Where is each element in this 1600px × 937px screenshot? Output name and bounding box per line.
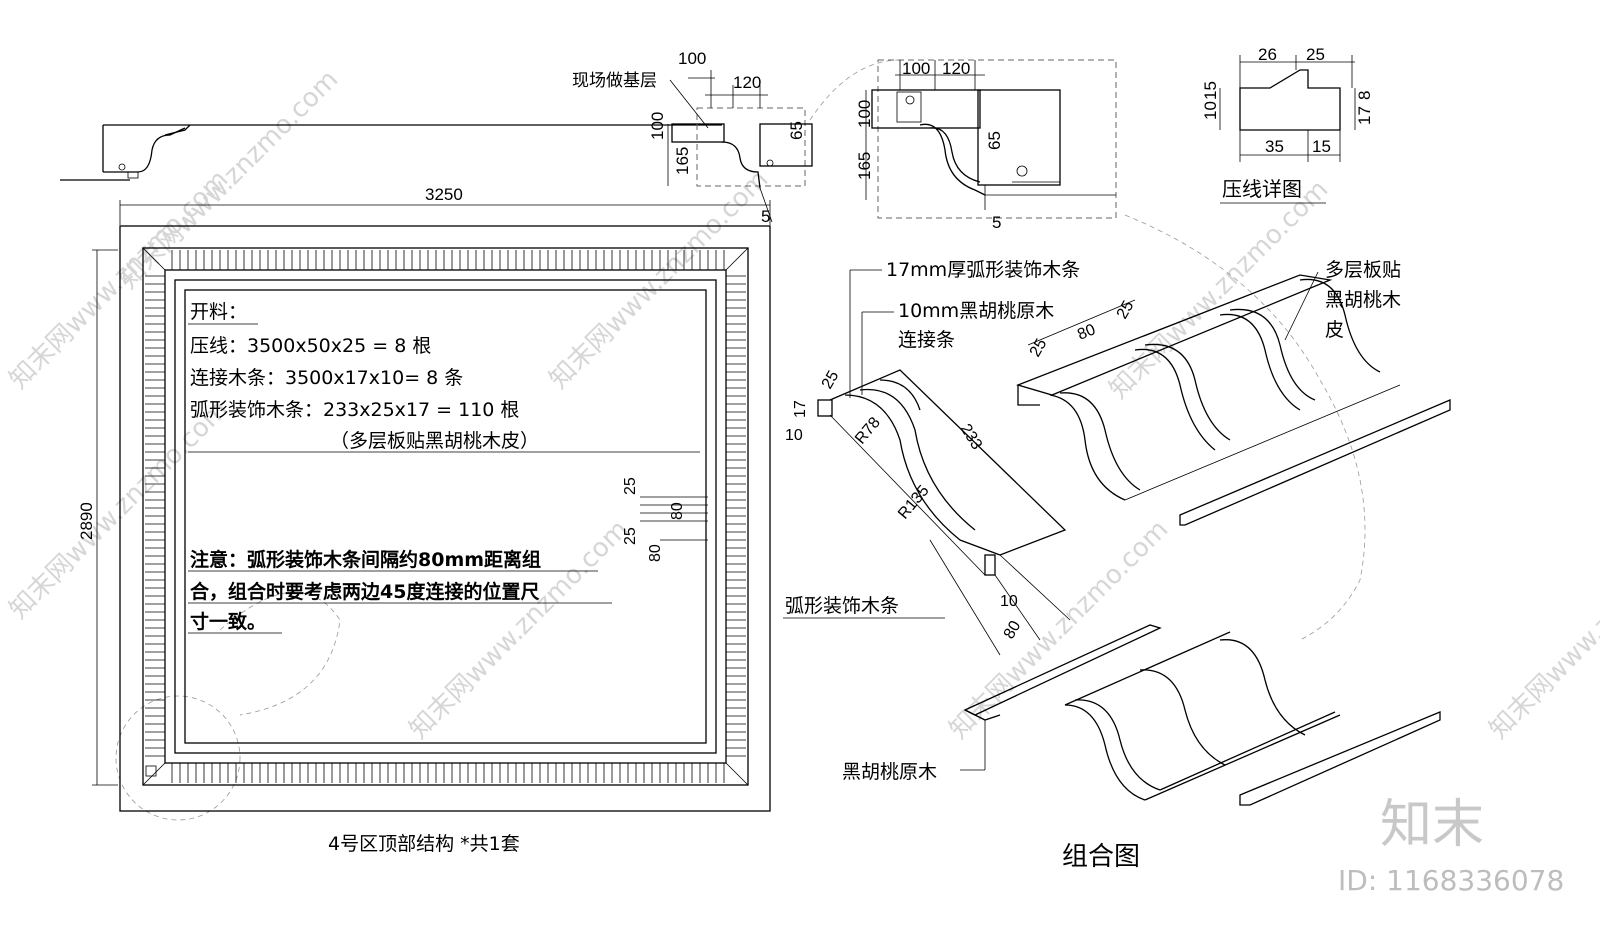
dim-height: 2890 bbox=[77, 502, 96, 540]
dim-120-mid: 120 bbox=[942, 59, 970, 78]
dim-8: 8 bbox=[1355, 91, 1374, 100]
dim-space-80a: 80 bbox=[669, 502, 686, 520]
dim-35: 35 bbox=[1265, 137, 1284, 156]
dim-asm-25a: 25 bbox=[1027, 336, 1051, 360]
dim-10: 10 bbox=[1201, 101, 1220, 120]
label-connector-2: 连接条 bbox=[898, 329, 955, 351]
note-line1: 注意：弧形装饰木条间隔约80mm距离组 bbox=[190, 548, 541, 571]
dim-100-mid-left: 100 bbox=[855, 100, 874, 128]
dim-17: 17 bbox=[1355, 106, 1374, 125]
plan-view: 3250 2890 开料： 压线：3500x50x25 = bbox=[77, 185, 771, 855]
label-veneer-3: 皮 bbox=[1325, 319, 1344, 341]
dim-5-mid: 5 bbox=[992, 213, 1001, 232]
dim-arc-80: 80 bbox=[1001, 618, 1025, 642]
dim-25: 25 bbox=[1306, 45, 1325, 64]
dim-100-top: 100 bbox=[678, 49, 706, 68]
dim-asm-25b: 25 bbox=[1114, 298, 1138, 322]
watermark: 知末网www.znzmo.com bbox=[1484, 514, 1600, 745]
dim-arc-25: 25 bbox=[819, 368, 843, 392]
label-veneer-1: 多层板贴 bbox=[1325, 259, 1401, 281]
watermark: 知末网www.znzmo.com bbox=[1104, 174, 1335, 405]
dim-165-mid-left: 165 bbox=[855, 152, 874, 180]
dim-arc-17: 17 bbox=[792, 400, 809, 418]
note-line3: 寸一致。 bbox=[190, 610, 266, 633]
label-site-base: 现场做基层 bbox=[572, 71, 657, 91]
moulding-title: 压线详图 bbox=[1222, 177, 1302, 201]
dim-15: 15 bbox=[1201, 81, 1220, 100]
brand-block: 知末 ID: 1168336078 bbox=[1338, 795, 1564, 897]
dim-arc-10: 10 bbox=[785, 427, 803, 444]
assembly-title: 组合图 bbox=[1062, 842, 1140, 872]
dim-120-top: 120 bbox=[733, 73, 761, 92]
moulding-detail: 26 25 10 15 17 8 35 15 压线详图 bbox=[1201, 45, 1374, 204]
dim-asm-80: 80 bbox=[1075, 321, 1098, 343]
dim-space-80b: 80 bbox=[647, 544, 664, 562]
label-arc-strip: 17mm厚弧形装饰木条 bbox=[886, 259, 1080, 281]
dim-26: 26 bbox=[1258, 45, 1277, 64]
label-veneer-2: 黑胡桃木 bbox=[1325, 289, 1401, 311]
note-line2: 合，组合时要考虑两边45度连接的位置尺 bbox=[190, 580, 539, 603]
dim-100-mid: 100 bbox=[902, 59, 930, 78]
dim-space-25b: 25 bbox=[622, 527, 639, 545]
dim-165-left: 165 bbox=[673, 147, 692, 175]
dim-space-25a: 25 bbox=[622, 477, 639, 495]
cutlist-title: 开料： bbox=[190, 301, 247, 323]
guide-circles bbox=[115, 59, 1366, 821]
cutlist-line1: 压线：3500x50x25 = 8 根 bbox=[190, 335, 431, 357]
plan-title: 4号区顶部结构 *共1套 bbox=[328, 833, 520, 855]
arc-detail: 25 17 10 R78 R135 233 10 80 17mm厚弧形装饰木条 … bbox=[783, 259, 1080, 656]
label-connector-1: 10mm黑胡桃原木 bbox=[898, 300, 1054, 322]
dim-width: 3250 bbox=[425, 185, 463, 204]
assembly-lower: 黑胡桃原木 组合图 bbox=[842, 624, 1441, 872]
cutlist-line3: 弧形装饰木条：233x25x17 = 110 根 bbox=[190, 399, 519, 421]
dim-65-right: 65 bbox=[787, 121, 806, 140]
dim-100-left: 100 bbox=[648, 112, 667, 140]
brand-logo: 知末 bbox=[1380, 795, 1484, 855]
top-section-strip: 100 120 100 165 65 5 现场做基层 bbox=[60, 49, 813, 226]
cutlist-line4: （多层板贴黑胡桃木皮） bbox=[330, 430, 539, 452]
dim-15b: 15 bbox=[1312, 137, 1331, 156]
dim-5: 5 bbox=[761, 207, 770, 226]
section-detail: 100 120 100 165 65 5 bbox=[855, 59, 1117, 232]
cutlist-line2: 连接木条：3500x17x10= 8 条 bbox=[190, 367, 463, 389]
label-arc: 弧形装饰木条 bbox=[785, 595, 899, 617]
assembly-upper: 25 80 25 多层板贴 黑胡桃木 皮 bbox=[1015, 259, 1451, 526]
dim-arc-10b: 10 bbox=[1000, 593, 1018, 610]
brand-id: ID: 1168336078 bbox=[1338, 864, 1564, 897]
label-walnut: 黑胡桃原木 bbox=[842, 761, 937, 783]
dim-65-mid: 65 bbox=[985, 131, 1004, 150]
